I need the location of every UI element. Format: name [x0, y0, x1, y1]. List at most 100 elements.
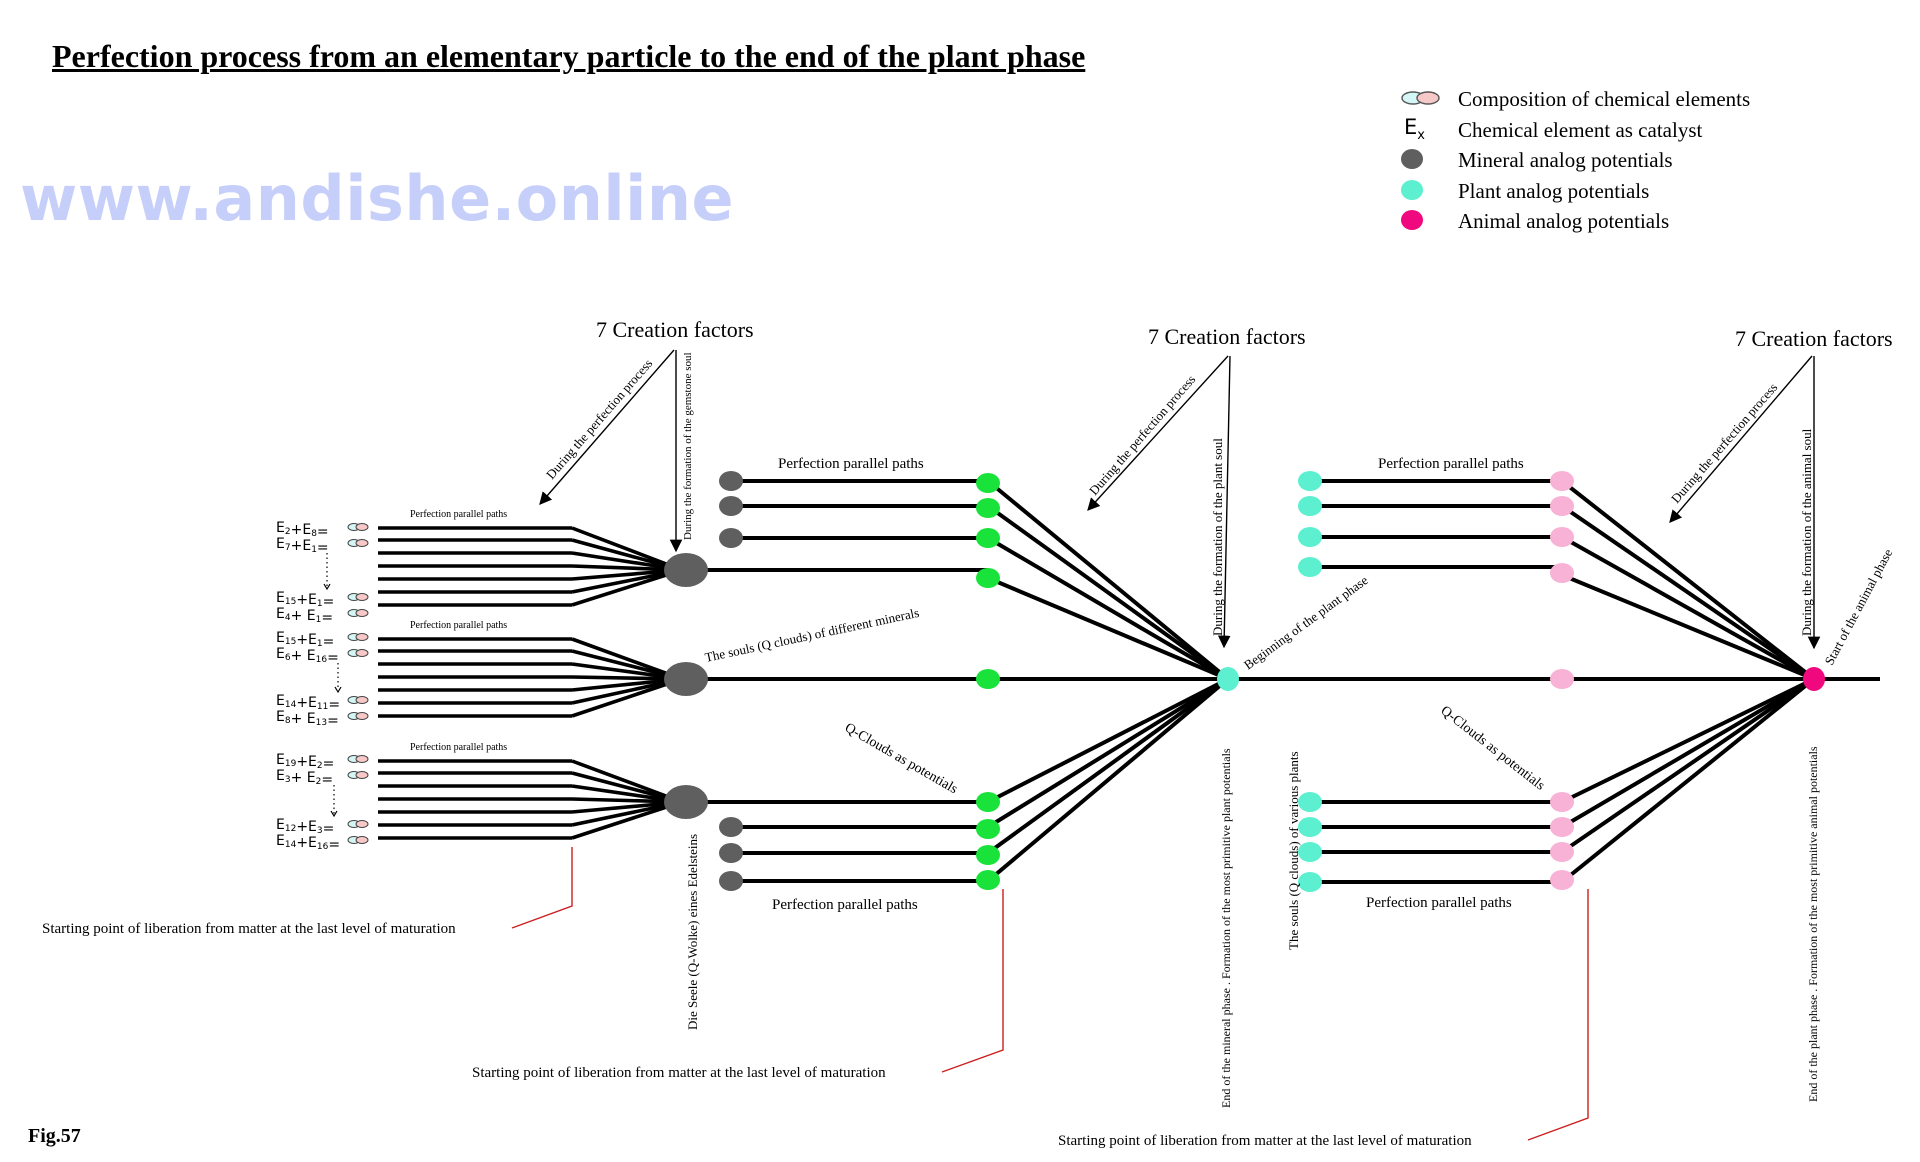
funnel-line	[571, 677, 683, 705]
funnel-line	[571, 662, 683, 681]
green-potential-node	[976, 819, 1000, 839]
creation-arrows	[539, 349, 1821, 650]
plant-phase-node	[1217, 667, 1239, 691]
gemstone-soul-vertical: Die Seele (Q-Wolke) eines Edelsteins	[685, 834, 700, 1030]
liberation-label: Starting point of liberation from matter…	[1058, 1133, 1472, 1149]
element-composition-label: E15+E1=	[276, 630, 334, 650]
legend-label: Composition of chemical elements	[1458, 87, 1751, 111]
element-composition-label: E3+ E2=	[276, 768, 333, 788]
converge-line	[987, 576, 1229, 681]
converge-line	[1560, 504, 1816, 681]
converge-line	[986, 536, 1230, 681]
element-composition-label: E12+E3=	[276, 817, 334, 837]
ellipsis-arrowhead	[323, 583, 331, 591]
mineral-start-node	[719, 496, 743, 516]
end-mineral-label: End of the mineral phase . Formation of …	[1219, 748, 1233, 1108]
figure-label: Fig.57	[28, 1125, 81, 1147]
mineral-node	[664, 662, 708, 696]
legend-label: Plant analog potentials	[1458, 178, 1650, 203]
pink-potential-node	[1550, 842, 1574, 862]
composition-icon	[347, 755, 369, 763]
plant-start-node	[1298, 792, 1322, 812]
green-potential-node	[976, 870, 1000, 890]
mineral-start-node	[719, 817, 743, 837]
gemstone-soul-label: During the formation of the gemstone sou…	[682, 352, 694, 540]
converge-line	[1561, 535, 1815, 681]
plant-soul-label: During the formation of the plant soul	[1210, 438, 1225, 636]
composition-icon	[347, 712, 369, 720]
animal-phase-node	[1803, 667, 1825, 691]
element-composition-label: E7+E1=	[276, 536, 329, 556]
funnel-line	[571, 677, 683, 718]
plant-start-node	[1298, 496, 1322, 516]
group-parallel-paths-label: Perfection parallel paths	[410, 620, 507, 631]
plant-start-node	[1298, 527, 1322, 547]
converge-line	[1560, 479, 1816, 681]
pink-potential-node	[1550, 870, 1574, 890]
funnel-line	[571, 797, 683, 804]
composition-icon	[347, 696, 369, 704]
green-potential-node	[976, 792, 1000, 812]
pink-potential-node	[1550, 527, 1574, 547]
liberation-line	[941, 889, 1004, 1073]
pink-potential-node	[1550, 563, 1574, 583]
creation-factors-label: 7 Creation factors	[1735, 326, 1893, 351]
funnel-line	[571, 771, 683, 804]
converge-line	[986, 479, 1230, 681]
potential-nodes	[664, 471, 1825, 892]
green-potential-node	[976, 845, 1000, 865]
converge-line	[987, 677, 1229, 804]
composition-icon	[347, 633, 369, 641]
green-potential-node	[976, 473, 1000, 493]
perfection-process-label: During the perfection process	[1668, 380, 1780, 506]
element-composition-label: E8+ E13=	[276, 709, 339, 729]
liberation-line	[1527, 889, 1589, 1141]
ellipsis-arrowhead	[334, 686, 342, 694]
creation-factors-label: 7 Creation factors	[1148, 324, 1306, 349]
composition-icon	[347, 836, 369, 844]
funnel-line	[571, 526, 683, 572]
pink-potential-node	[1550, 669, 1574, 689]
converge-line	[1561, 573, 1815, 681]
parallel-paths-label: Perfection parallel paths	[1378, 456, 1524, 472]
plant-start-node	[1298, 872, 1322, 892]
funnel-line	[571, 800, 683, 840]
q-clouds-label: Q-Clouds as potentials	[842, 720, 960, 797]
arrow-perfection-3	[1669, 355, 1813, 523]
funnel-line	[571, 677, 683, 692]
plant-dot-icon	[1401, 179, 1423, 200]
funnel-line	[571, 637, 683, 681]
arrow-perfection-2	[1087, 355, 1229, 511]
catalyst-subscript: x	[1417, 127, 1425, 143]
funnel-line	[571, 784, 683, 804]
funnel-line	[571, 649, 683, 681]
funnel-line	[571, 551, 683, 572]
mineral-start-node	[719, 871, 743, 891]
perfection-process-label: During the perfection process	[543, 356, 655, 482]
page-title: Perfection process from an elementary pa…	[52, 38, 1086, 74]
composition-icon	[347, 523, 369, 531]
catalyst-icon: Ex	[1404, 114, 1452, 143]
funnel-line	[571, 759, 683, 804]
element-composition-label: E14+E16=	[276, 833, 340, 853]
beginning-plant-label: Beginning of the plant phase	[1241, 572, 1371, 672]
mineral-start-node	[719, 528, 743, 548]
catalyst-symbol: E	[1404, 114, 1418, 139]
mineral-start-node	[719, 471, 743, 491]
converge-line	[986, 677, 1230, 829]
mineral-start-node	[719, 843, 743, 863]
pink-potential-node	[1550, 496, 1574, 516]
composition-icon	[347, 609, 369, 617]
funnel-line	[571, 564, 683, 572]
funnel-line	[571, 800, 683, 814]
start-animal-label: Start of the animal phase	[1821, 546, 1895, 667]
converge-line	[986, 677, 1230, 883]
element-composition-label: E2+E8=	[276, 520, 329, 540]
creation-factors-label: 7 Creation factors	[596, 317, 754, 342]
converge-line	[986, 504, 1230, 681]
watermark: www.andishe.online	[20, 162, 735, 235]
q-clouds-label: Q-Clouds as potentials	[1438, 703, 1548, 793]
composition-icon	[347, 539, 369, 547]
parallel-paths-label: Perfection parallel paths	[772, 897, 918, 913]
